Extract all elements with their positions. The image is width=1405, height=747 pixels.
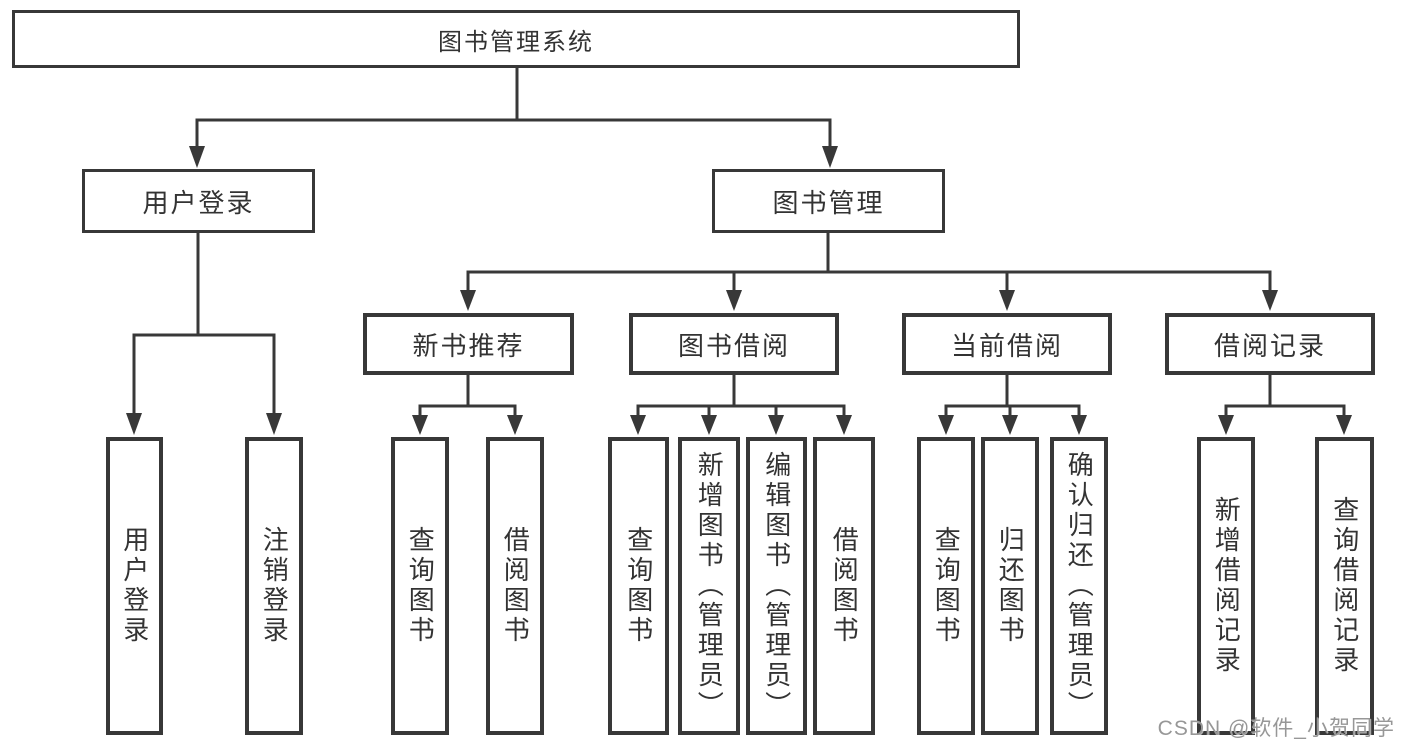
node-new-book-recommend: 新书推荐	[363, 313, 574, 375]
node-book-management: 图书管理	[712, 169, 945, 233]
leaf-add-book-admin: 新增图书（管理员）	[678, 437, 740, 735]
csdn-watermark: CSDN @软件_小贺同学	[1157, 717, 1395, 740]
leaf-query-book-current: 查询图书	[917, 437, 975, 735]
leaf-borrow-book-recommend: 借阅图书	[486, 437, 544, 735]
leaf-query-book-borrow: 查询图书	[608, 437, 669, 735]
leaf-confirm-return-admin: 确认归还（管理员）	[1050, 437, 1108, 735]
node-borrow-records: 借阅记录	[1165, 313, 1375, 375]
node-current-borrow: 当前借阅	[902, 313, 1112, 375]
leaf-query-book-recommend: 查询图书	[391, 437, 449, 735]
leaf-edit-book-admin: 编辑图书（管理员）	[746, 437, 807, 735]
leaf-return-book: 归还图书	[981, 437, 1039, 735]
arrowheads	[126, 146, 1352, 435]
node-user-login: 用户登录	[82, 169, 315, 233]
node-book-borrow: 图书借阅	[629, 313, 839, 375]
leaf-borrow-book: 借阅图书	[813, 437, 875, 735]
leaf-query-borrow-record: 查询借阅记录	[1315, 437, 1374, 735]
node-root-system: 图书管理系统	[12, 10, 1020, 68]
leaf-add-borrow-record: 新增借阅记录	[1197, 437, 1255, 735]
leaf-user-login: 用户登录	[106, 437, 163, 735]
leaf-logout: 注销登录	[245, 437, 303, 735]
